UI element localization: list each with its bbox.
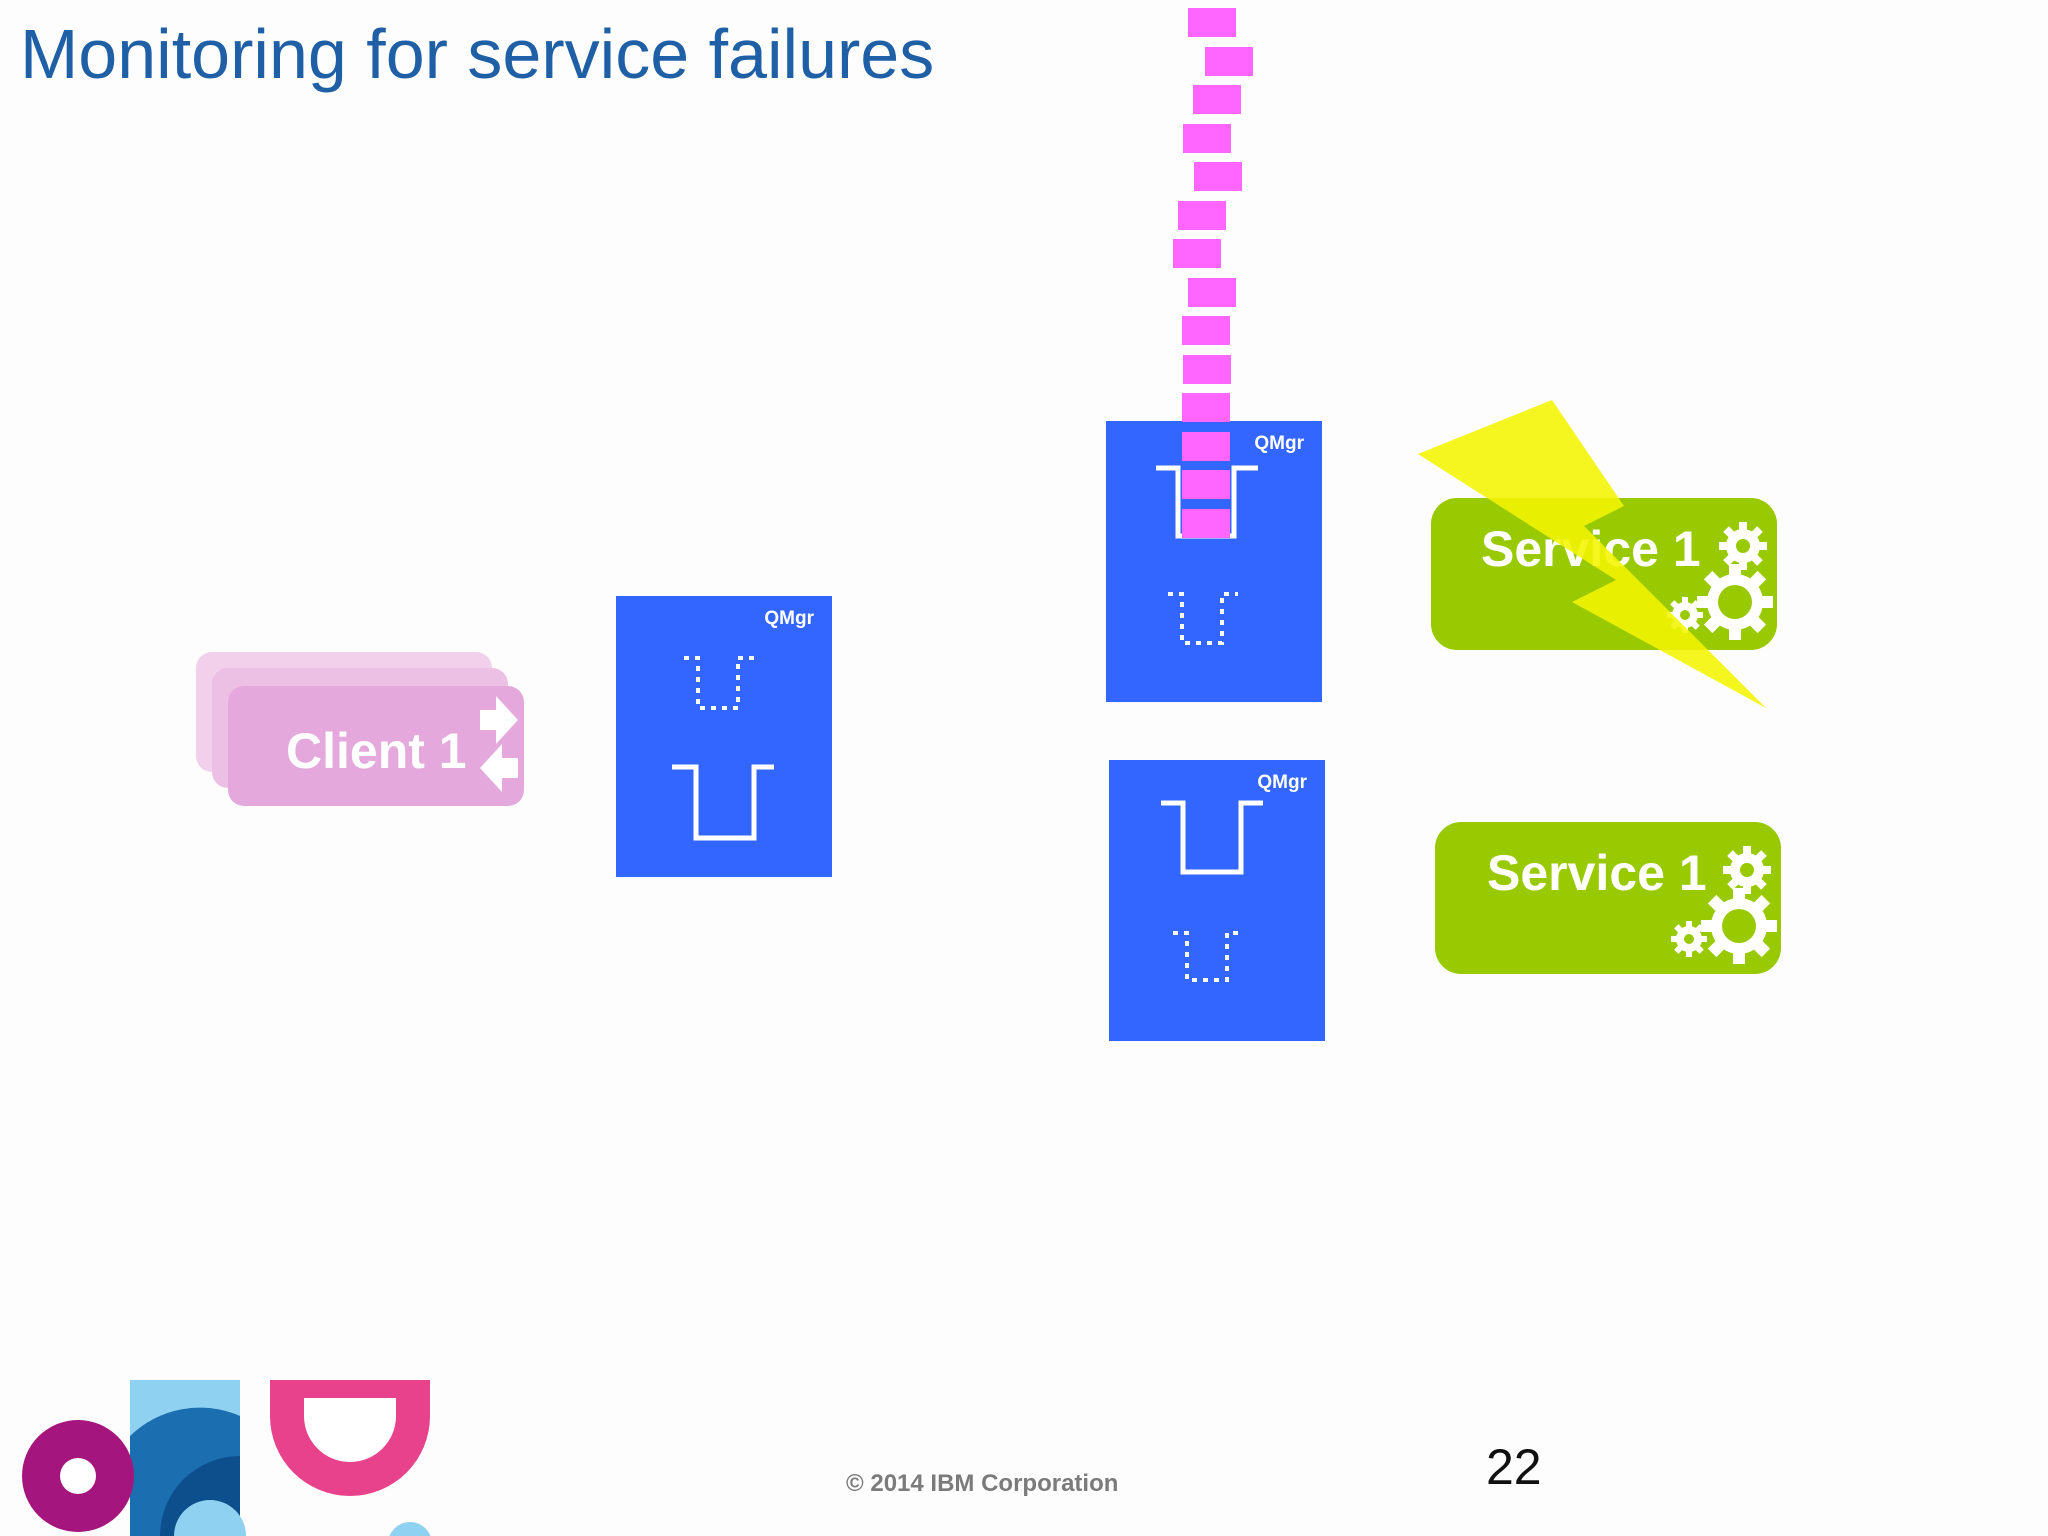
message-block	[1182, 508, 1230, 538]
queue-icon	[1161, 800, 1263, 982]
service-1-failed: Service 1	[1431, 498, 1777, 650]
qmgr-label: QMgr	[1254, 433, 1304, 454]
message-block	[1182, 316, 1230, 345]
qmgr-label: QMgr	[1257, 772, 1307, 793]
message-block	[1178, 200, 1226, 230]
copyright-footer: © 2014 IBM Corporation	[846, 1470, 1119, 1497]
message-block	[1173, 239, 1221, 268]
message-block	[1182, 431, 1230, 461]
lightning-bolt-icon	[1418, 400, 1766, 708]
qmgr-1: QMgr	[616, 596, 832, 877]
message-block	[1182, 393, 1230, 422]
ibm-conference-logo	[22, 1380, 431, 1536]
queue-icon	[1156, 465, 1258, 645]
qmgr-2: QMgr	[1106, 421, 1322, 702]
service-1: Service 1	[1435, 822, 1781, 974]
client-label: Client 1	[286, 723, 467, 779]
message-block	[1194, 162, 1242, 191]
message-block	[1188, 277, 1236, 307]
page-number: 22	[1486, 1439, 1542, 1495]
gears-icon	[1671, 846, 1777, 964]
message-block	[1183, 123, 1231, 153]
queue-icon	[672, 656, 774, 841]
client-1: Client 1	[196, 652, 526, 810]
client-box	[228, 686, 524, 806]
message-block	[1188, 8, 1236, 37]
message-block	[1193, 85, 1241, 114]
gears-icon	[1667, 522, 1773, 640]
message-block	[1205, 46, 1253, 76]
send-receive-arrows-icon	[480, 696, 518, 792]
service-label: Service 1	[1487, 845, 1707, 901]
qmgr-3: QMgr	[1109, 760, 1325, 1041]
slide-title: Monitoring for service failures	[20, 15, 935, 93]
qmgr-label: QMgr	[764, 608, 814, 629]
message-block	[1183, 354, 1231, 384]
message-block	[1182, 470, 1230, 499]
